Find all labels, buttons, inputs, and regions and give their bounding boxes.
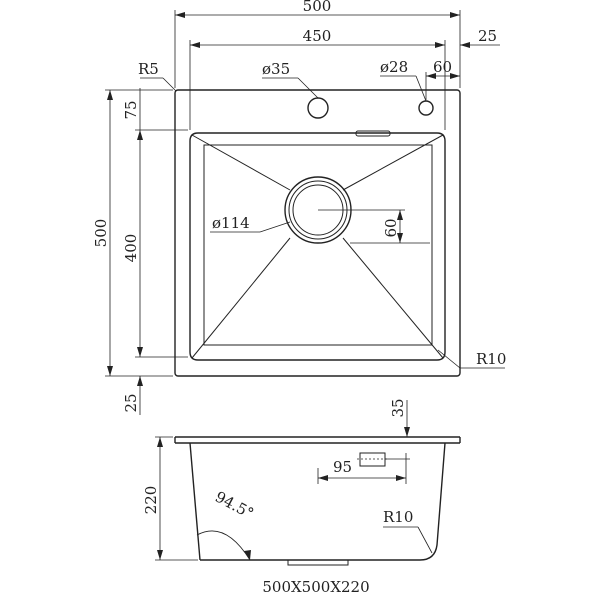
dim-overall-width: 500 bbox=[303, 0, 332, 15]
dim-top-flange: 75 bbox=[122, 100, 140, 119]
drawing-caption: 500X500X220 bbox=[262, 578, 369, 596]
crease-line bbox=[342, 237, 444, 359]
dim-height: 220 bbox=[142, 486, 160, 515]
dim-overall-depth: 500 bbox=[92, 219, 110, 248]
dim-inner-depth: 400 bbox=[122, 234, 140, 263]
label-small-hole-diameter: ø28 bbox=[380, 58, 408, 76]
dim-inner-width: 450 bbox=[303, 27, 332, 45]
dim-flange-right: 25 bbox=[478, 27, 497, 45]
bowl-bottom bbox=[203, 144, 433, 346]
bowl-outer-edge bbox=[189, 132, 446, 361]
side-left-wall bbox=[189, 442, 201, 561]
label-wall-angle: 94.5° bbox=[212, 488, 257, 523]
label-tap-hole-diameter: ø35 bbox=[262, 60, 290, 78]
label-bowl-corner-radius: R10 bbox=[476, 350, 506, 368]
crease-line bbox=[191, 134, 291, 191]
small-hole bbox=[418, 100, 434, 116]
side-right-wall bbox=[419, 442, 446, 561]
dim-flange-height: 35 bbox=[389, 398, 407, 417]
dim-drain-offset: 60 bbox=[382, 218, 400, 237]
side-drain bbox=[287, 559, 349, 566]
side-overflow bbox=[359, 452, 386, 467]
dim-small-hole-offset: 60 bbox=[433, 58, 452, 76]
sink-outline bbox=[174, 89, 461, 377]
crease-line bbox=[191, 237, 291, 359]
overflow-slot bbox=[355, 130, 391, 137]
side-view: 35 95 220 94.5° R10 bbox=[142, 398, 461, 566]
label-r5: R5 bbox=[138, 60, 159, 78]
dim-bottom-flange: 25 bbox=[122, 393, 140, 412]
label-bottom-radius: R10 bbox=[383, 508, 413, 526]
tap-hole bbox=[307, 97, 329, 119]
crease-line bbox=[342, 134, 444, 191]
dim-overflow-offset: 95 bbox=[333, 458, 352, 476]
label-drain-diameter: ø114 bbox=[212, 214, 250, 232]
top-view: 500 450 25 R5 ø35 ø28 60 bbox=[92, 0, 506, 415]
